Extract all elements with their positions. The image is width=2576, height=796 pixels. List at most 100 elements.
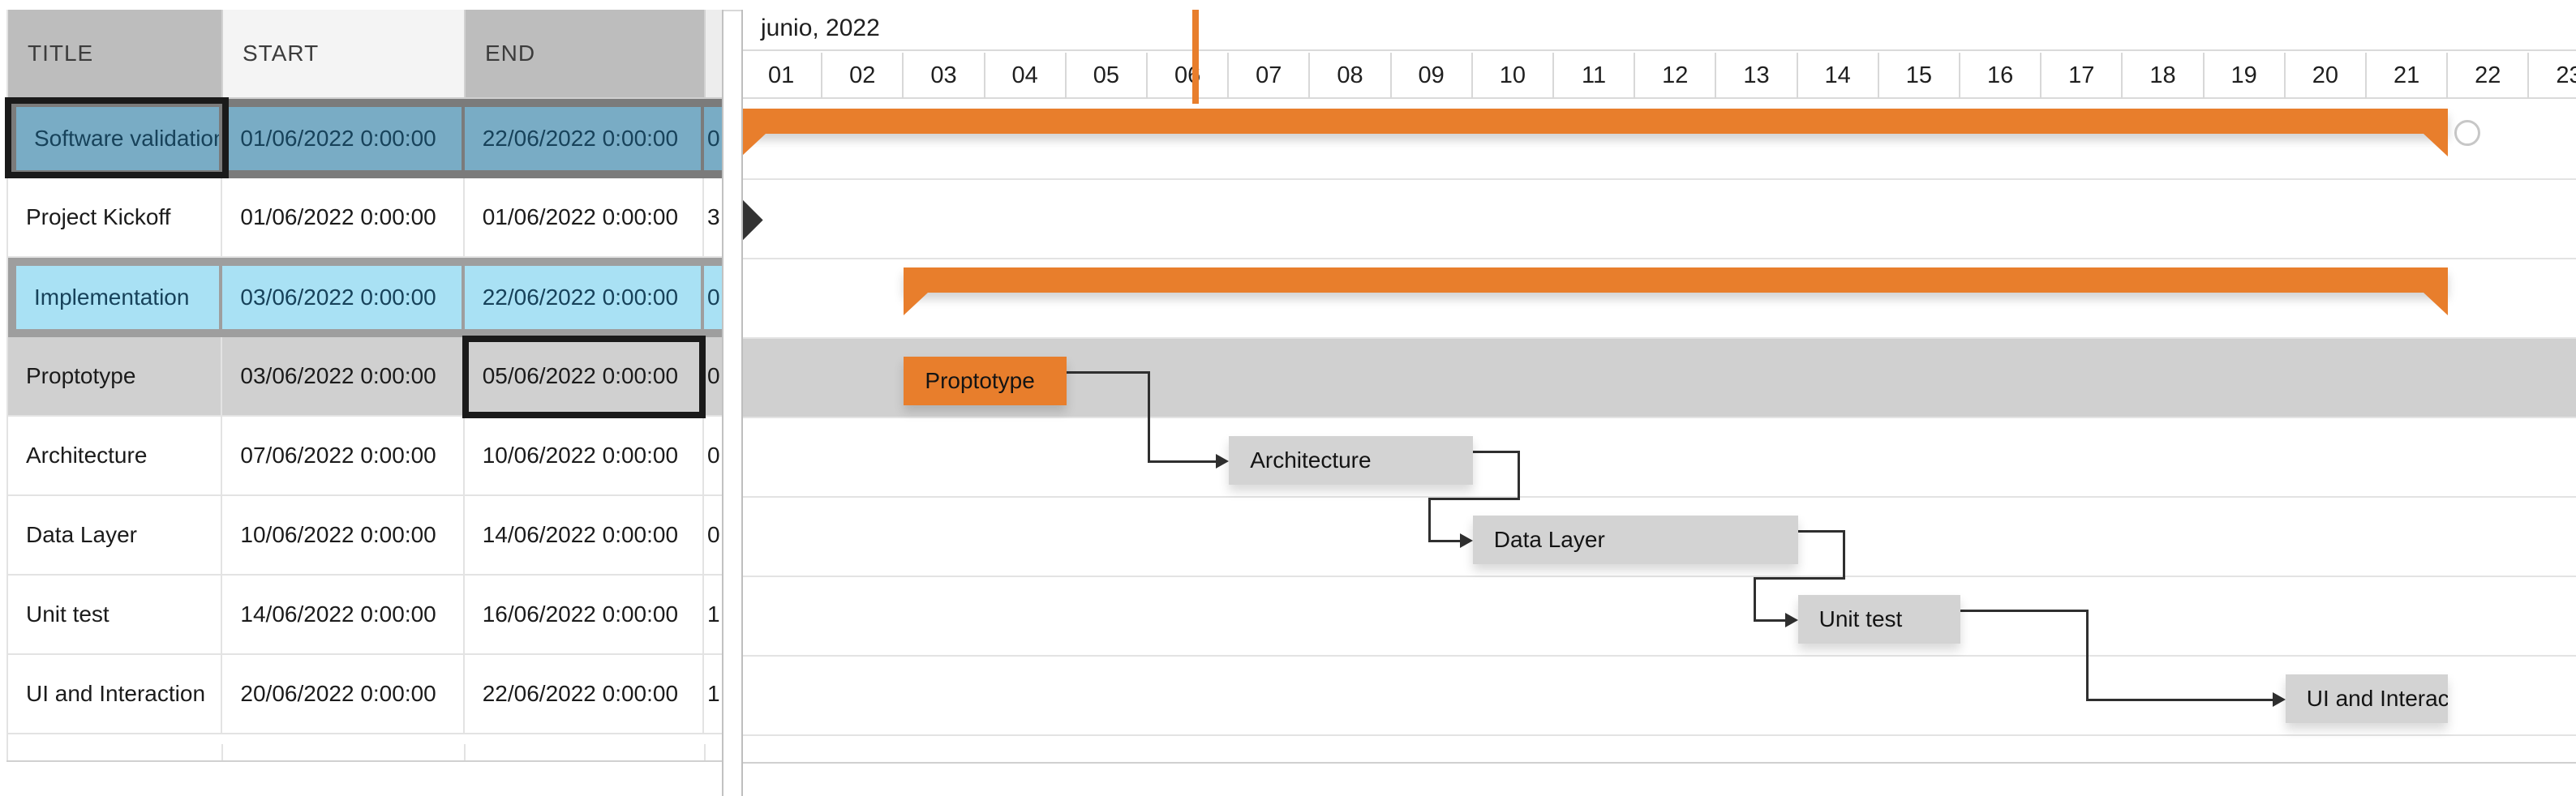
column-header-clipped[interactable] <box>706 10 723 97</box>
cell-end[interactable]: 16/06/2022 0:00:00 <box>464 576 705 655</box>
taskbar[interactable]: Data Layer <box>1472 516 1798 564</box>
cell-start[interactable]: 20/06/2022 0:00:00 <box>222 655 465 734</box>
cell-start[interactable]: 03/06/2022 0:00:00 <box>222 337 465 417</box>
cell-end[interactable]: 10/06/2022 0:00:00 <box>464 417 705 496</box>
summary-taskbar[interactable] <box>743 109 2449 134</box>
dependency-line <box>1428 498 1520 500</box>
chart-bottom-border <box>743 762 2576 764</box>
dependency-line <box>1428 540 1464 542</box>
focused-cell-frame-end <box>462 336 706 418</box>
cell-title[interactable]: Implementation <box>8 258 223 337</box>
chart-row-separator <box>743 576 2576 577</box>
timeline-day-cell: 18 <box>2123 53 2205 99</box>
dependency-line <box>1472 451 1520 453</box>
cell-clipped-value[interactable]: 0 <box>704 496 723 576</box>
chart-row-separator <box>743 734 2576 736</box>
timeline-day-cell: 05 <box>1067 53 1148 99</box>
timeline-day-cell: 21 <box>2367 53 2449 99</box>
timeline-month-tier: junio, 2022 <box>743 10 2576 51</box>
dependency-line <box>1428 498 1431 542</box>
cell-end[interactable]: 01/06/2022 0:00:00 <box>464 178 705 258</box>
today-marker-line <box>1192 10 1200 104</box>
grid-header-row: TITLE START END <box>8 10 723 99</box>
chart-row-separator <box>743 337 2576 339</box>
timeline-day-cell: 15 <box>1879 53 1960 99</box>
summary-taskbar-right-fang <box>2424 293 2449 315</box>
dependency-line <box>1960 610 2089 612</box>
timeline-day-cell: 02 <box>822 53 904 99</box>
cell-title[interactable]: Project Kickoff <box>8 178 223 258</box>
column-header-start[interactable]: START <box>223 10 466 97</box>
dependency-line <box>2086 610 2089 701</box>
cell-clipped-value[interactable]: 1 <box>704 655 723 734</box>
summary-taskbar-left-fang <box>904 293 929 315</box>
cell-title[interactable]: Unit test <box>8 576 223 655</box>
cell-clipped-value[interactable]: 0 <box>704 99 723 178</box>
taskbar[interactable]: Proptotype <box>904 357 1067 405</box>
dependency-line <box>1842 530 1845 580</box>
cell-start[interactable]: 01/06/2022 0:00:00 <box>222 99 465 178</box>
timeline-day-cell: 03 <box>904 53 985 99</box>
cell-title[interactable]: UI and Interaction <box>8 655 223 734</box>
timeline-day-cell: 11 <box>1554 53 1636 99</box>
connector-point-circle[interactable] <box>2454 120 2481 146</box>
summary-taskbar-left-fang <box>743 134 766 156</box>
cell-clipped-value[interactable]: 0 <box>704 258 723 337</box>
timeline-day-cell: 09 <box>1392 53 1473 99</box>
dependency-arrowhead <box>1216 454 1230 469</box>
dependency-line <box>1753 577 1845 580</box>
summary-taskbar[interactable] <box>904 267 2449 293</box>
cell-title[interactable]: Data Layer <box>8 496 223 576</box>
cell-end[interactable]: 05/06/2022 0:00:00 <box>464 337 705 417</box>
grid-underline-separator <box>221 744 223 762</box>
milestone-diamond[interactable] <box>743 198 763 242</box>
timeline-day-cell: 07 <box>1229 53 1311 99</box>
dependency-line <box>1147 460 1221 463</box>
cell-end[interactable]: 22/06/2022 0:00:00 <box>464 99 705 178</box>
timeline-day-cell: 06 <box>1148 53 1230 99</box>
timeline-day-cell: 14 <box>1798 53 1879 99</box>
dependency-line <box>1797 530 1845 533</box>
cell-clipped-value[interactable]: 0 <box>704 417 723 496</box>
cell-clipped-value[interactable]: 3 <box>704 178 723 258</box>
cell-start[interactable]: 01/06/2022 0:00:00 <box>222 178 465 258</box>
cell-end[interactable]: 22/06/2022 0:00:00 <box>464 258 705 337</box>
timeline-day-cell: 01 <box>743 53 823 99</box>
timeline-day-cell: 12 <box>1635 53 1717 99</box>
dependency-line <box>1517 451 1520 500</box>
cell-clipped-value[interactable]: 1 <box>704 576 723 655</box>
dependency-line <box>1753 577 1756 622</box>
grid-underline-separator <box>464 744 466 762</box>
cell-end[interactable]: 14/06/2022 0:00:00 <box>464 496 705 576</box>
cell-title[interactable]: Proptotype <box>8 337 223 417</box>
cell-title[interactable]: Architecture <box>8 417 223 496</box>
cell-end[interactable]: 22/06/2022 0:00:00 <box>464 655 705 734</box>
taskbar[interactable]: UI and Interaction <box>2285 674 2449 723</box>
timeline-day-cell: 22 <box>2448 53 2530 99</box>
cell-clipped-value[interactable]: 0 <box>704 337 723 417</box>
summary-taskbar-right-fang <box>2424 134 2449 156</box>
chart-row-separator <box>743 496 2576 498</box>
cell-start[interactable]: 10/06/2022 0:00:00 <box>222 496 465 576</box>
cell-start[interactable]: 07/06/2022 0:00:00 <box>222 417 465 496</box>
cell-start[interactable]: 14/06/2022 0:00:00 <box>222 576 465 655</box>
column-header-end[interactable]: END <box>466 10 706 97</box>
timeline-day-cell: 04 <box>985 53 1067 99</box>
cell-start[interactable]: 03/06/2022 0:00:00 <box>222 258 465 337</box>
timeline-day-cell: 20 <box>2286 53 2367 99</box>
timeline-day-cell: 23 <box>2529 53 2576 99</box>
splitter-bar[interactable] <box>722 10 723 796</box>
taskbar[interactable]: Architecture <box>1229 436 1473 485</box>
column-header-title[interactable]: TITLE <box>8 10 223 97</box>
taskbar[interactable]: Unit test <box>1797 595 1960 644</box>
